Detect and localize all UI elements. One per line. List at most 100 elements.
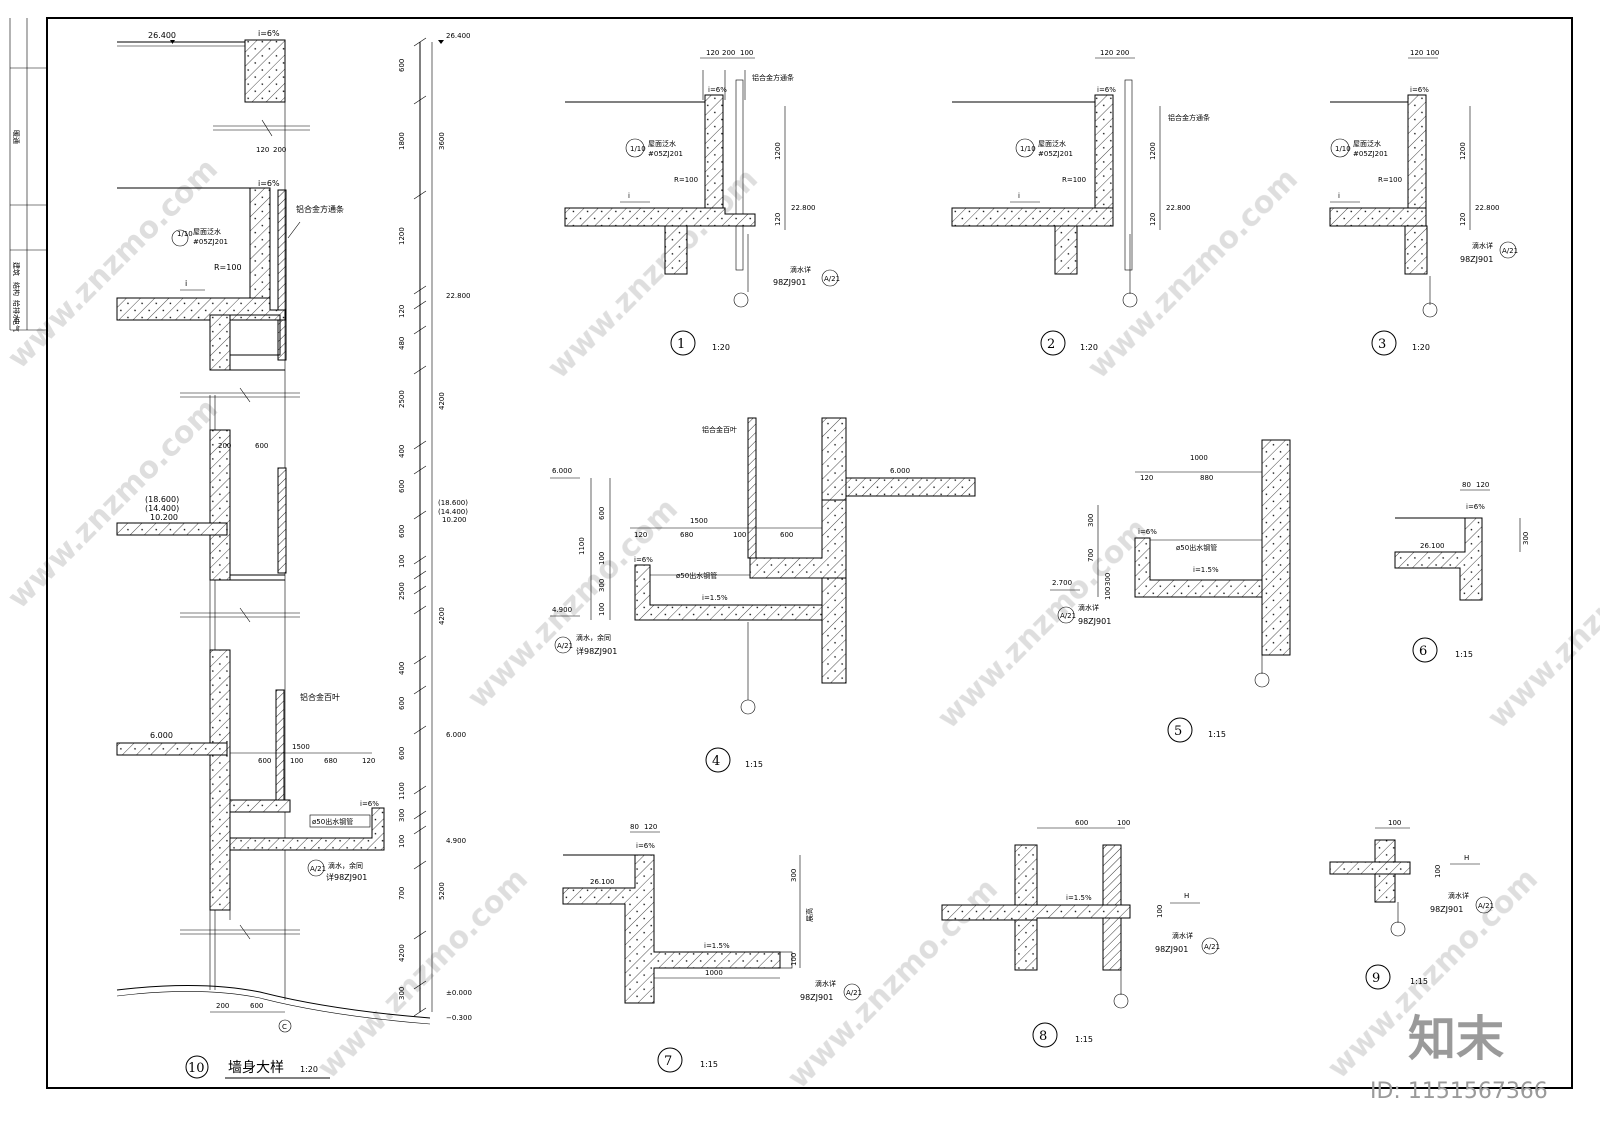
dim-label: 200 <box>273 146 286 154</box>
chain-dim-label: 400 <box>398 662 406 675</box>
chain-elev: ±0.000 <box>446 989 472 997</box>
dim-label: 120 <box>1100 49 1113 57</box>
drip-ref: 详98ZJ901 <box>576 646 617 656</box>
dim-label: 300 <box>790 869 798 882</box>
dim-label: 200 <box>216 1002 229 1010</box>
return-ref: A/21 <box>1478 902 1494 910</box>
title-block-row: 结构 <box>12 282 21 296</box>
dim-label: 120 <box>1149 213 1157 226</box>
roof-label: 屋面泛水 <box>648 139 676 148</box>
chain-elev: (14.400) <box>438 508 468 516</box>
detail-9: 100 H 100 滴水详 98ZJ901 A/21 9 1:15 <box>1329 819 1494 990</box>
drip-ref: 98ZJ901 <box>773 278 806 287</box>
h-label: H <box>1464 854 1469 862</box>
slope-label: i=6% <box>360 800 379 808</box>
dim-label: 100 <box>1104 587 1112 600</box>
elev-label: 2.700 <box>1052 579 1072 587</box>
dim-tick <box>413 655 427 665</box>
chain-dim-label: 1200 <box>398 227 406 245</box>
watermark-text: www.znzmo.com <box>541 162 765 386</box>
title-block-row: 电气 <box>12 318 21 332</box>
i-label: i <box>628 192 630 200</box>
dim-tick <box>413 570 427 580</box>
watermark-text: www.znzmo.com <box>311 862 535 1086</box>
dim-label: 100 <box>733 531 746 539</box>
chain-dim-label: 300 <box>398 987 406 1000</box>
balcony-slab <box>229 807 385 851</box>
drip-label: 滴水详 <box>1078 603 1099 612</box>
dim-label: 120 <box>706 49 719 57</box>
roof-flashing-label: 屋面泛水 <box>193 227 221 236</box>
dim-tick <box>413 725 427 735</box>
ref-circle-text: 1/10 <box>1020 145 1036 153</box>
roof-label: 屋面泛水 <box>1353 139 1381 148</box>
detail-scale: 1:15 <box>1410 977 1428 986</box>
elev-label: 6.000 <box>890 467 910 475</box>
title-block-row: 暖通 <box>12 130 21 144</box>
dim-label: 600 <box>255 442 268 450</box>
ref-circle <box>171 229 189 247</box>
dim-label: 600 <box>1075 819 1088 827</box>
ref-circle-text: 1/10 <box>630 145 646 153</box>
chain-dim-label: 300 <box>398 809 406 822</box>
drip-ref: 98ZJ901 <box>1430 905 1463 914</box>
detail-2: 120 200 i=6% 铝合金方通条 1/10 屋面泛水 #05ZJ201 R… <box>951 49 1210 356</box>
elev-label: 26.100 <box>1420 542 1445 550</box>
dim-tick <box>413 930 427 940</box>
dim-label: 120 <box>256 146 269 154</box>
axis-bubble <box>278 1019 292 1033</box>
detail-1: 120 200 100 i=6% 铝合金方通条 1/10 屋面泛水 #05ZJ2… <box>564 49 840 356</box>
watermark-text: www.znzmo.com <box>931 512 1155 736</box>
slab <box>941 904 1131 921</box>
dim-tick <box>413 825 427 835</box>
i-label: i <box>185 279 187 288</box>
dim-label: 680 <box>680 531 693 539</box>
drip-label: 滴水详 <box>1448 891 1469 900</box>
dim-label: 700 <box>1087 549 1095 562</box>
detail-number: 10 <box>188 1061 205 1076</box>
i-label: i <box>1338 192 1340 200</box>
return-ref: A/21 <box>1204 943 1220 951</box>
slope-label: i=6% <box>258 179 280 188</box>
detail-scale: 1:15 <box>700 1060 718 1069</box>
elev-label: 6.000 <box>150 731 173 740</box>
detail-scale: 1:15 <box>745 760 763 769</box>
detail-3: 120 100 i=6% 1/10 屋面泛水 #05ZJ201 R=100 i … <box>1329 49 1518 356</box>
slope-label: i=6% <box>1138 528 1157 536</box>
dim-label: 100 <box>290 757 303 765</box>
detail-number: 2 <box>1047 337 1055 352</box>
watermark-text: www.znzmo.com <box>1 152 225 376</box>
dim-label: 120 <box>1476 481 1489 489</box>
ref-circle-text: 1/10 <box>177 230 193 238</box>
dim-label: 600 <box>258 757 271 765</box>
elev-label: 26.400 <box>148 31 176 40</box>
dim-label: 600 <box>598 507 606 520</box>
chain-dim-label: 400 <box>398 445 406 458</box>
slope-label: i=6% <box>258 29 280 38</box>
dim-label: 100 <box>740 49 753 57</box>
chain-dim-label: 4200 <box>438 392 446 410</box>
wall <box>1261 439 1291 656</box>
dim-label: 1200 <box>1149 142 1157 160</box>
i-label: i <box>1018 192 1020 200</box>
slope-label: i=6% <box>1466 503 1485 511</box>
chain-dim-label: 5200 <box>438 882 446 900</box>
dim-tick <box>413 365 427 375</box>
dim-label: 100 <box>1434 865 1442 878</box>
dim-label: 1000 <box>705 969 723 977</box>
title-block-row: 建筑 <box>12 262 21 276</box>
radius-label: R=100 <box>674 176 698 184</box>
roof-slab <box>116 297 286 321</box>
slope-label: i=6% <box>636 842 655 850</box>
alum-label: 铝合金方通条 <box>1168 113 1210 122</box>
dim-label: 680 <box>324 757 337 765</box>
chain-dim-label: 600 <box>398 697 406 710</box>
dim-label: 300 <box>1104 573 1112 586</box>
radius-label: R=100 <box>214 263 242 272</box>
planter-slab <box>634 564 823 621</box>
dim-label: 300 <box>598 579 606 592</box>
alum-label: 铝合金方通条 <box>752 73 794 82</box>
elev-label: 22.800 <box>1475 204 1500 212</box>
louver-label: 铝合金百叶 <box>702 425 737 434</box>
